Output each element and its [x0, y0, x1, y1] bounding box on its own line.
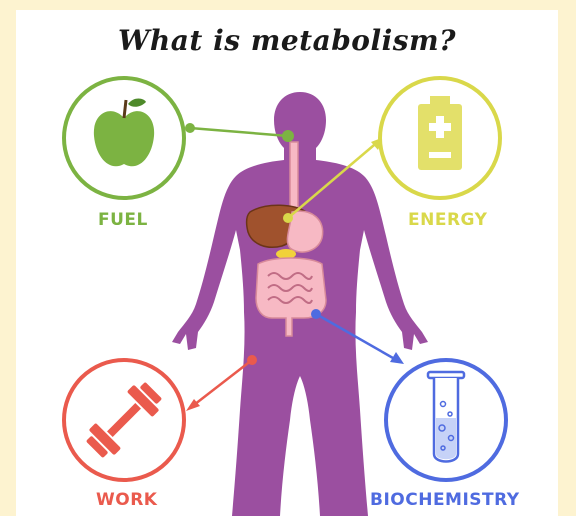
fuel-node: [64, 78, 184, 198]
fuel-connector-line: [190, 128, 288, 136]
energy-node: [380, 78, 500, 198]
esophagus-shape: [290, 142, 298, 214]
energy-body-dot: [283, 213, 293, 223]
work-body-dot: [247, 355, 257, 365]
energy-label: ENERGY: [408, 210, 487, 230]
work-node: [64, 360, 184, 480]
battery-icon: [418, 96, 462, 170]
fuel-label: FUEL: [98, 210, 148, 230]
test-tube-icon: [428, 372, 464, 462]
fuel-connector-dot: [185, 123, 195, 133]
work-label: WORK: [96, 490, 157, 510]
biochemistry-label: BIOCHEMISTRY: [370, 490, 520, 510]
fuel-body-dot: [282, 130, 294, 142]
biochemistry-node: [386, 360, 506, 480]
biochemistry-body-dot: [311, 309, 321, 319]
